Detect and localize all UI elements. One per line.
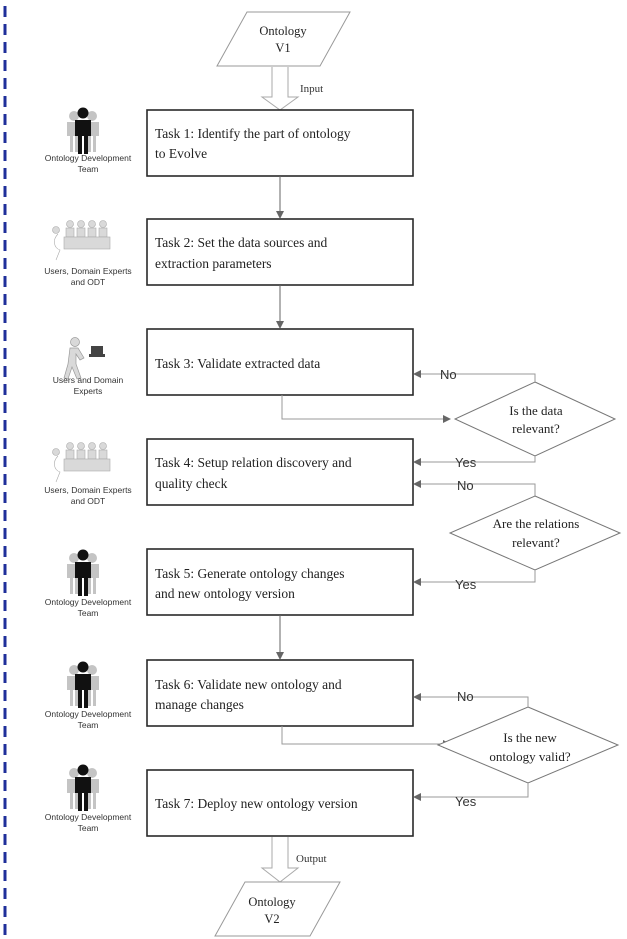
task-7-line1: Task 7: Deploy new ontology version (155, 796, 358, 811)
input-label: Input (300, 83, 323, 95)
role-label-line2: Team (78, 720, 99, 730)
task-boxes: Task 1: Identify the part of ontology to… (146, 109, 414, 837)
decision-3-yes-label: Yes (455, 794, 477, 809)
role-label-line2: Team (78, 164, 99, 174)
role-label-line2: and ODT (71, 277, 106, 287)
role-label-line2: and ODT (71, 496, 106, 506)
decision-1: Is the data relevant? No Yes (281, 367, 617, 470)
role-label-line2: Team (78, 608, 99, 618)
decision-2-no-label: No (457, 478, 474, 493)
task-4-line2: quality check (155, 476, 228, 491)
development-team-icon (67, 661, 99, 708)
role-label-line2: Team (78, 823, 99, 833)
task-1-box: Task 1: Identify the part of ontology to… (146, 109, 414, 177)
task-1-line2: to Evolve (155, 146, 207, 161)
decision-3: Is the new ontology valid? No Yes (281, 689, 620, 809)
task-5-box: Task 5: Generate ontology changes and ne… (146, 548, 414, 616)
task-5-line1: Task 5: Generate ontology changes (155, 566, 345, 581)
task-2-line1: Task 2: Set the data sources and (155, 235, 328, 250)
role-label-line1: Ontology Development (45, 153, 132, 163)
development-team-icon (67, 107, 99, 154)
input-ontology-node: Ontology V1 (216, 11, 351, 67)
task-3-box: Task 3: Validate extracted data (146, 328, 414, 396)
task-5-line2: and new ontology version (155, 586, 295, 601)
decision-3-no-label: No (457, 689, 474, 704)
task-3-line1: Task 3: Validate extracted data (155, 356, 320, 371)
input-ontology-line1: Ontology (259, 24, 307, 38)
decision-2-line1: Are the relations (493, 516, 580, 531)
output-arrow: Output (260, 837, 327, 883)
role-6: Ontology Development Team (45, 661, 132, 730)
task-2-line2: extraction parameters (155, 256, 272, 271)
decision-2-yes-label: Yes (455, 577, 477, 592)
meeting-group-icon (52, 442, 111, 483)
output-ontology-line1: Ontology (248, 895, 296, 909)
task-6-line1: Task 6: Validate new ontology and (155, 677, 342, 692)
decision-3-line2: ontology valid? (489, 749, 570, 764)
role-label-line1: Users, Domain Experts (44, 266, 131, 276)
input-arrow: Input (260, 67, 323, 111)
role-label-line1: Ontology Development (45, 709, 132, 719)
task-1-line1: Task 1: Identify the part of ontology (155, 126, 351, 141)
input-ontology-line2: V1 (275, 41, 290, 55)
decision-1-yes-label: Yes (455, 455, 477, 470)
development-team-icon (67, 549, 99, 596)
role-1: Ontology Development Team (45, 107, 132, 174)
role-5: Ontology Development Team (45, 549, 132, 618)
role-label-line1: Ontology Development (45, 812, 132, 822)
task-4-line1: Task 4: Setup relation discovery and (155, 455, 352, 470)
role-label-line1: Users, Domain Experts (44, 485, 131, 495)
task-6-box: Task 6: Validate new ontology and manage… (146, 659, 414, 727)
task-7-box: Task 7: Deploy new ontology version (146, 769, 414, 837)
task-2-box: Task 2: Set the data sources and extract… (146, 218, 414, 286)
role-2: Users, Domain Experts and ODT (44, 220, 132, 287)
meeting-group-icon (52, 220, 111, 261)
output-ontology-node: Ontology V2 (214, 881, 341, 937)
output-label: Output (296, 853, 327, 865)
decision-2-line2: relevant? (512, 535, 560, 550)
decision-3-line1: Is the new (503, 730, 557, 745)
user-computer-icon (63, 337, 106, 380)
roles-column: Ontology Development Team Users, Domain … (44, 107, 132, 833)
decision-1-line1: Is the data (509, 403, 563, 418)
task-4-box: Task 4: Setup relation discovery and qua… (146, 438, 414, 506)
decision-2: No Are the relations relevant? Yes (413, 478, 622, 592)
role-label-line1: Users and Domain (53, 375, 124, 385)
role-3: Users and Domain Experts (53, 337, 124, 396)
decision-1-line2: relevant? (512, 421, 560, 436)
development-team-icon (67, 764, 99, 811)
role-7: Ontology Development Team (45, 764, 132, 833)
role-4: Users, Domain Experts and ODT (44, 442, 132, 506)
decision-1-no-label: No (440, 367, 457, 382)
task-6-line2: manage changes (155, 697, 244, 712)
role-label-line2: Experts (74, 386, 103, 396)
output-ontology-line2: V2 (264, 912, 279, 926)
role-label-line1: Ontology Development (45, 597, 132, 607)
